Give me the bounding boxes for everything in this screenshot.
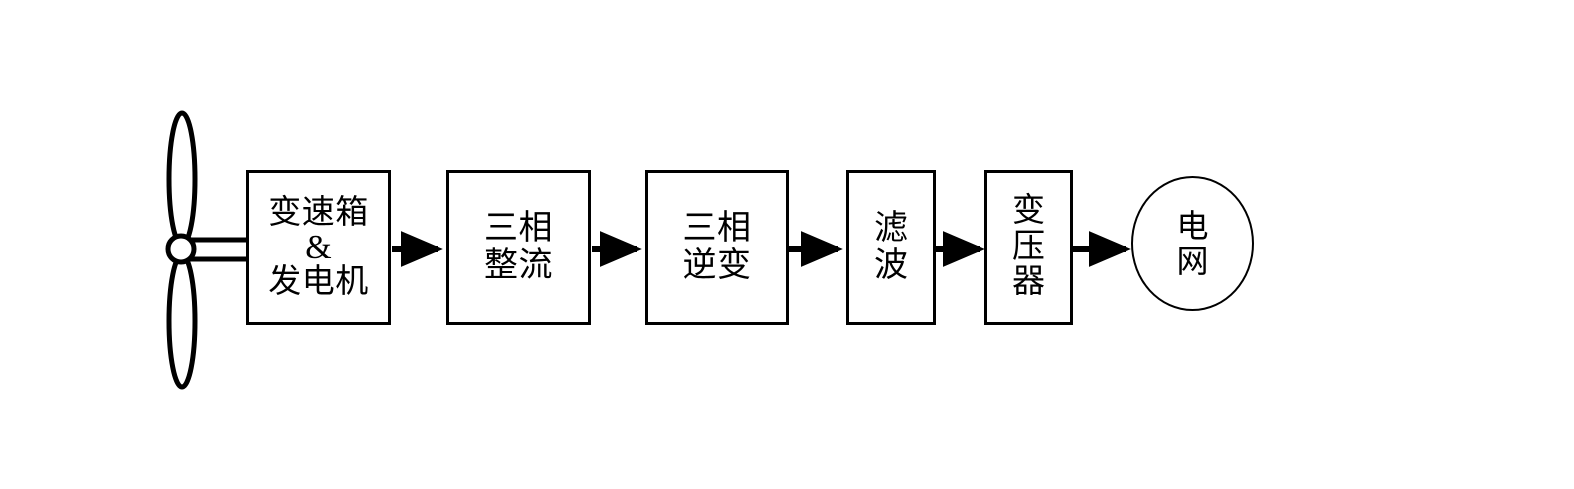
node-transformer-char-1: 变	[1012, 193, 1045, 230]
node-transformer-char-2: 压	[1012, 228, 1045, 265]
node-three-phase-rectifier-line-1: 三相	[484, 210, 553, 248]
node-three-phase-rectifier[interactable]: 三相 整流	[446, 170, 591, 325]
node-power-grid-char-2: 网	[1176, 242, 1209, 279]
turbine-blade-lower-icon	[166, 252, 198, 390]
turbine-hub-icon	[165, 233, 197, 265]
turbine-blade-upper-icon	[166, 110, 198, 248]
node-gearbox-generator-line-1: 变速箱	[268, 194, 369, 231]
node-filter-char-2: 波	[874, 246, 908, 284]
node-three-phase-inverter-line-1: 三相	[682, 210, 752, 248]
node-gearbox-generator-line-2: &	[305, 228, 332, 266]
node-filter[interactable]: 滤 波	[846, 170, 936, 325]
node-gearbox-generator[interactable]: 变速箱 & 发电机	[246, 170, 391, 325]
node-three-phase-inverter[interactable]: 三相 逆变	[645, 170, 789, 325]
node-gearbox-generator-line-3: 发电机	[268, 263, 369, 300]
node-three-phase-inverter-line-2: 逆变	[682, 246, 752, 284]
node-transformer[interactable]: 变 压 器	[984, 170, 1073, 325]
node-power-grid-char-1: 电	[1176, 207, 1209, 244]
node-power-grid[interactable]: 电 网	[1131, 176, 1254, 311]
node-three-phase-rectifier-line-2: 整流	[484, 246, 553, 284]
node-filter-char-1: 滤	[874, 209, 908, 247]
node-transformer-char-3: 器	[1012, 264, 1045, 301]
